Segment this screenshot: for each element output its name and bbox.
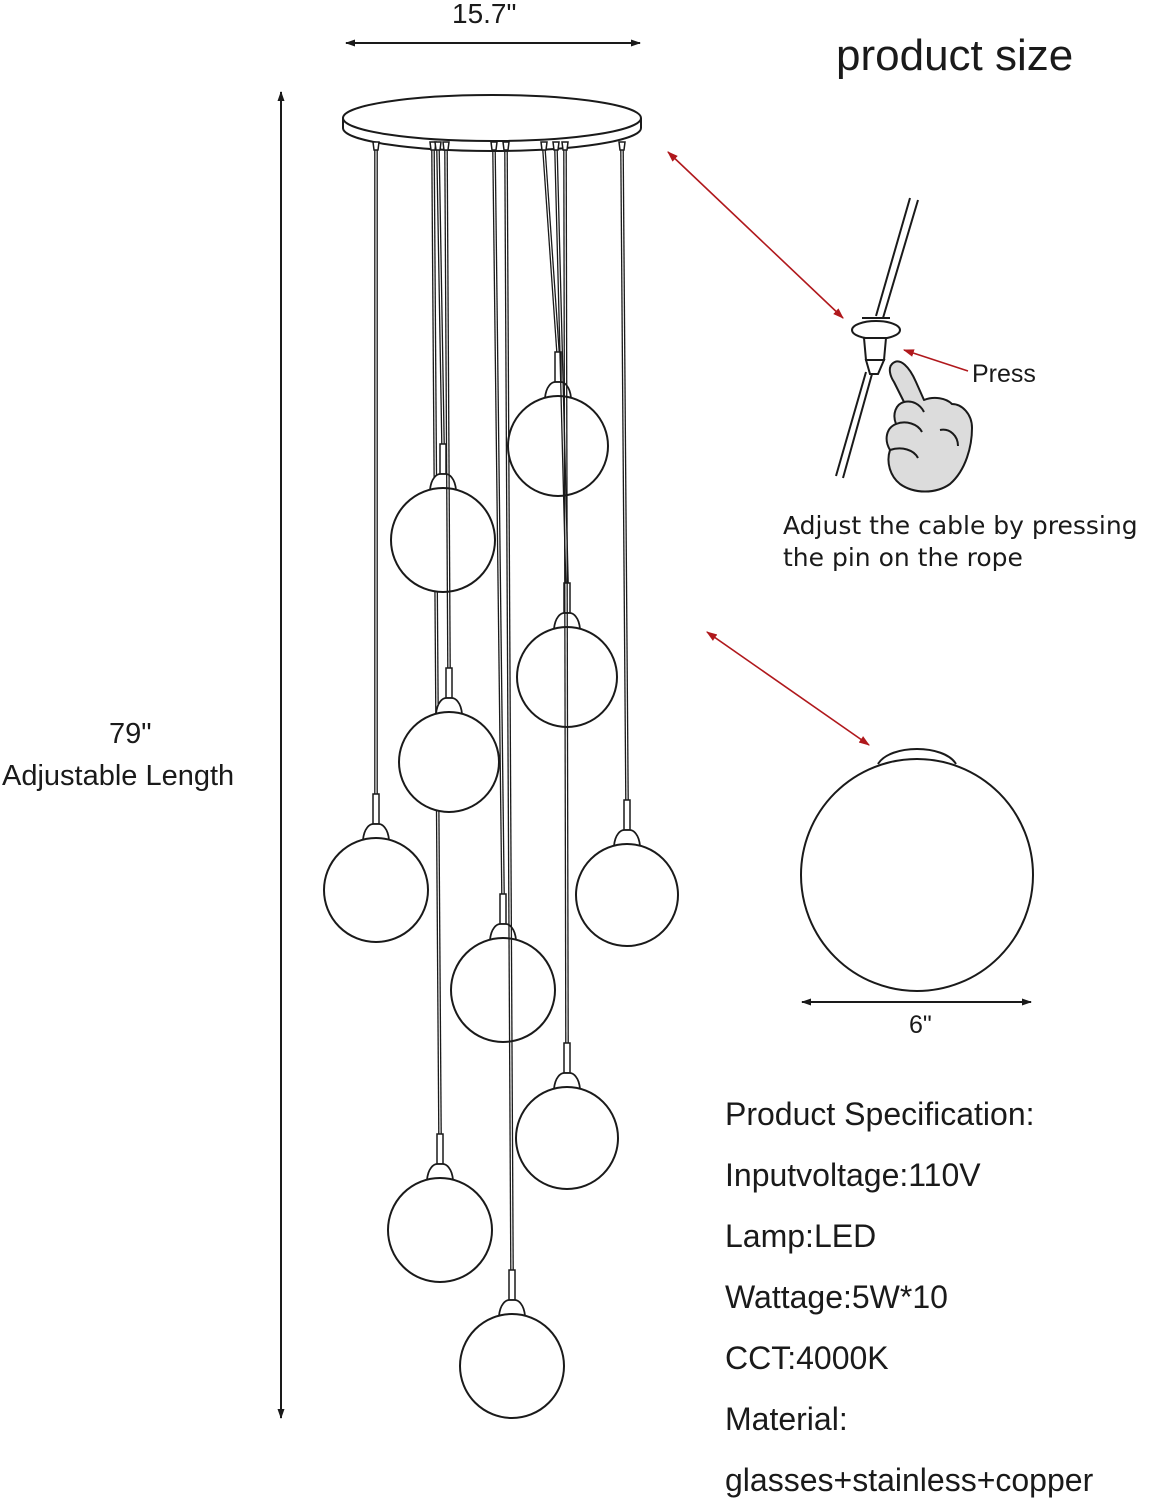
globe-1 bbox=[323, 837, 429, 943]
globe-10 bbox=[575, 843, 679, 947]
spec-line-material: Material: bbox=[725, 1401, 848, 1437]
pendant-3 bbox=[390, 141, 496, 593]
pendant-5 bbox=[450, 141, 556, 1043]
spec-heading: Product Specification: bbox=[725, 1096, 1035, 1132]
detail-pointer-arrow bbox=[667, 151, 844, 319]
spec-line-wattage: Wattage:5W*10 bbox=[725, 1279, 948, 1315]
hand-icon bbox=[885, 360, 973, 493]
press-pointer-arrow bbox=[902, 349, 969, 372]
adjust-caption-line-1: Adjust the cable by pressing bbox=[783, 511, 1138, 540]
cable-adjuster-detail bbox=[835, 197, 919, 479]
spec-line-voltage: Inputvoltage:110V bbox=[725, 1157, 981, 1193]
pendant-6 bbox=[459, 141, 565, 1419]
globe-9 bbox=[515, 1086, 619, 1190]
globe-5 bbox=[450, 937, 556, 1043]
globe-2 bbox=[387, 1177, 493, 1283]
pendant-2 bbox=[387, 141, 493, 1283]
pendant-1 bbox=[323, 141, 429, 943]
globe-7 bbox=[507, 395, 609, 497]
pendant-4 bbox=[398, 141, 500, 813]
globe-6 bbox=[459, 1313, 565, 1419]
adjust-caption-line-2: the pin on the rope bbox=[783, 543, 1023, 572]
globe-diameter-label: 6" bbox=[909, 1011, 932, 1039]
pendant-9 bbox=[515, 141, 619, 1190]
spec-line-cct: CCT:4000K bbox=[725, 1340, 889, 1376]
press-label: Press bbox=[972, 360, 1036, 388]
pendant-7 bbox=[507, 141, 609, 497]
globe-4 bbox=[398, 711, 500, 813]
pendant-10 bbox=[575, 141, 679, 947]
spec-line-material-value: glasses+stainless+copper bbox=[725, 1462, 1094, 1498]
length-value-label: 79" bbox=[109, 718, 152, 750]
spec-line-lamp: Lamp:LED bbox=[725, 1218, 877, 1254]
globe-3 bbox=[390, 487, 496, 593]
globe-pointer-arrow bbox=[706, 631, 870, 746]
pendant-globes bbox=[323, 141, 679, 1419]
canopy-width-label: 15.7" bbox=[452, 0, 517, 29]
globe-detail bbox=[800, 748, 1034, 992]
page-title: product size bbox=[836, 31, 1074, 80]
length-caption-label: Adjustable Length bbox=[2, 760, 235, 792]
